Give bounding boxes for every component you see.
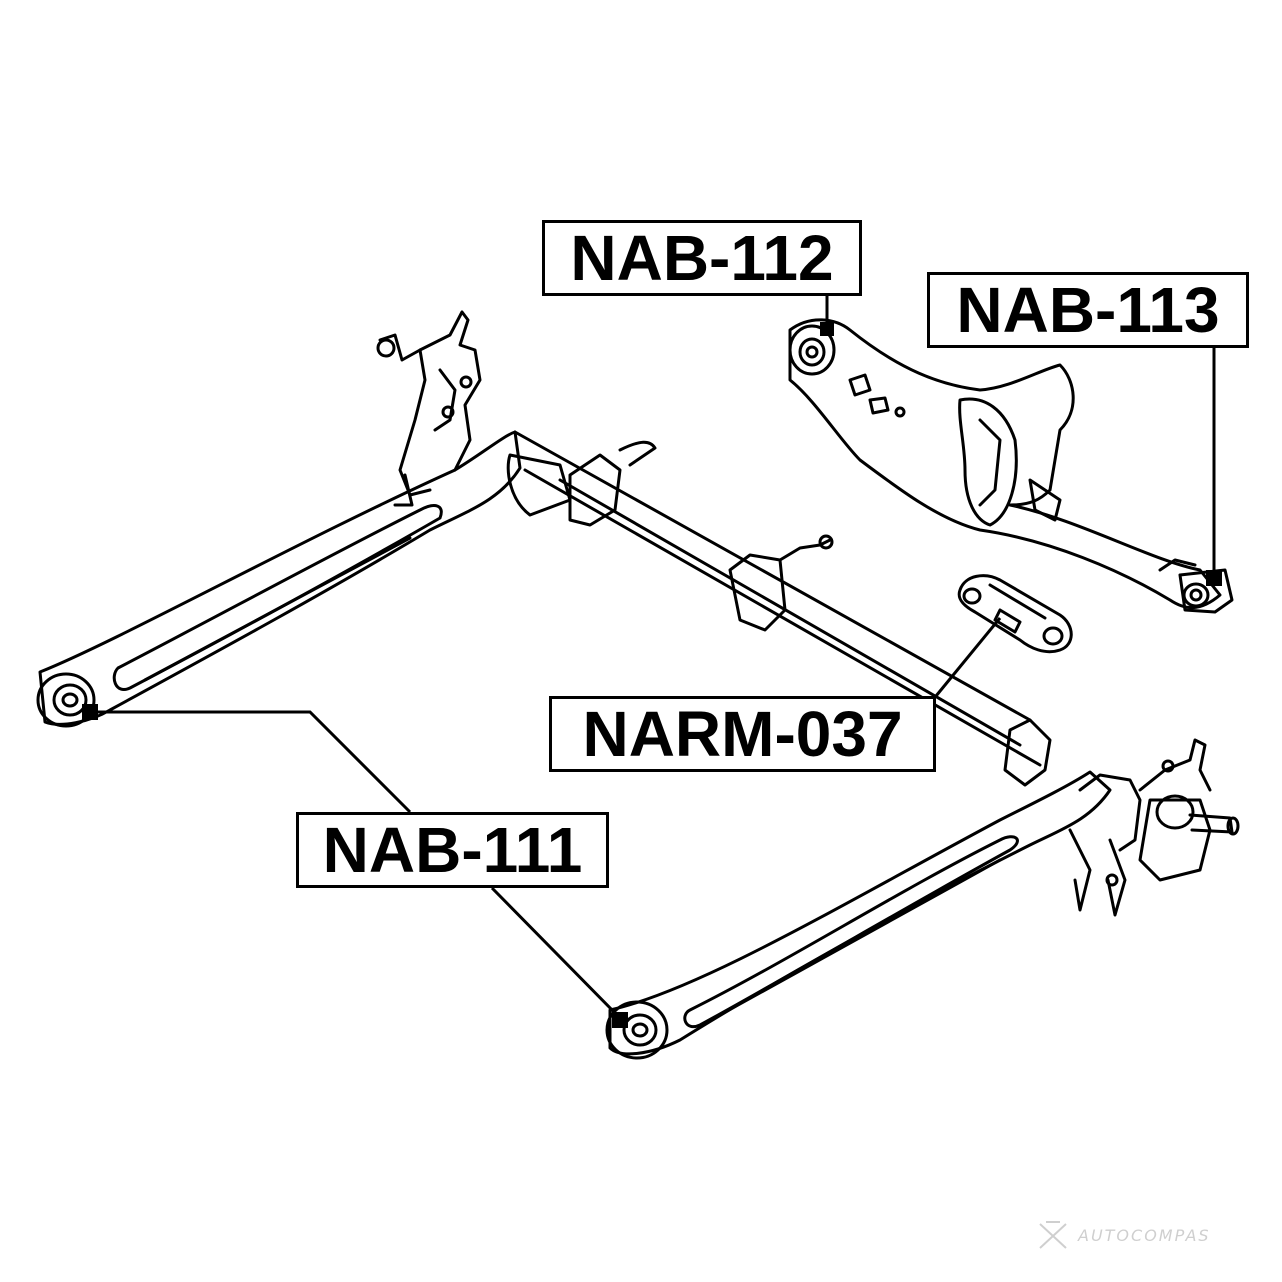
- torsion-beam: [506, 430, 1052, 787]
- leader-line-nab-111-left: [90, 710, 412, 814]
- part-label-nab-113: NAB-113: [927, 272, 1249, 348]
- watermark: AUTOCOMPAS: [1036, 1218, 1211, 1252]
- left-arm-bushing: [36, 672, 96, 728]
- lateral-arm: [788, 318, 1222, 610]
- left-knuckle: [376, 310, 482, 507]
- part-label-narm-037: NARM-037: [549, 696, 936, 772]
- marker-nab-112: [820, 322, 834, 336]
- right-trailing-arm: [608, 770, 1112, 1056]
- part-label-nab-112: NAB-112: [542, 220, 862, 296]
- autocompas-logo-icon: [1039, 1221, 1067, 1249]
- leader-line-narm-037: [934, 617, 1002, 697]
- lateral-arm-inner-bushing: [788, 324, 836, 376]
- right-arm-bushing: [605, 1000, 669, 1060]
- toe-link-arm: [957, 574, 1073, 654]
- leader-line-nab-111-right: [490, 886, 622, 1020]
- marker-nab-111-left: [82, 704, 98, 720]
- right-knuckle: [1068, 738, 1240, 917]
- marker-nab-113: [1206, 570, 1222, 586]
- marker-nab-111-right: [612, 1012, 628, 1028]
- left-trailing-arm: [38, 430, 522, 726]
- part-label-nab-111: NAB-111: [296, 812, 609, 888]
- watermark-text: AUTOCOMPAS: [1078, 1225, 1211, 1245]
